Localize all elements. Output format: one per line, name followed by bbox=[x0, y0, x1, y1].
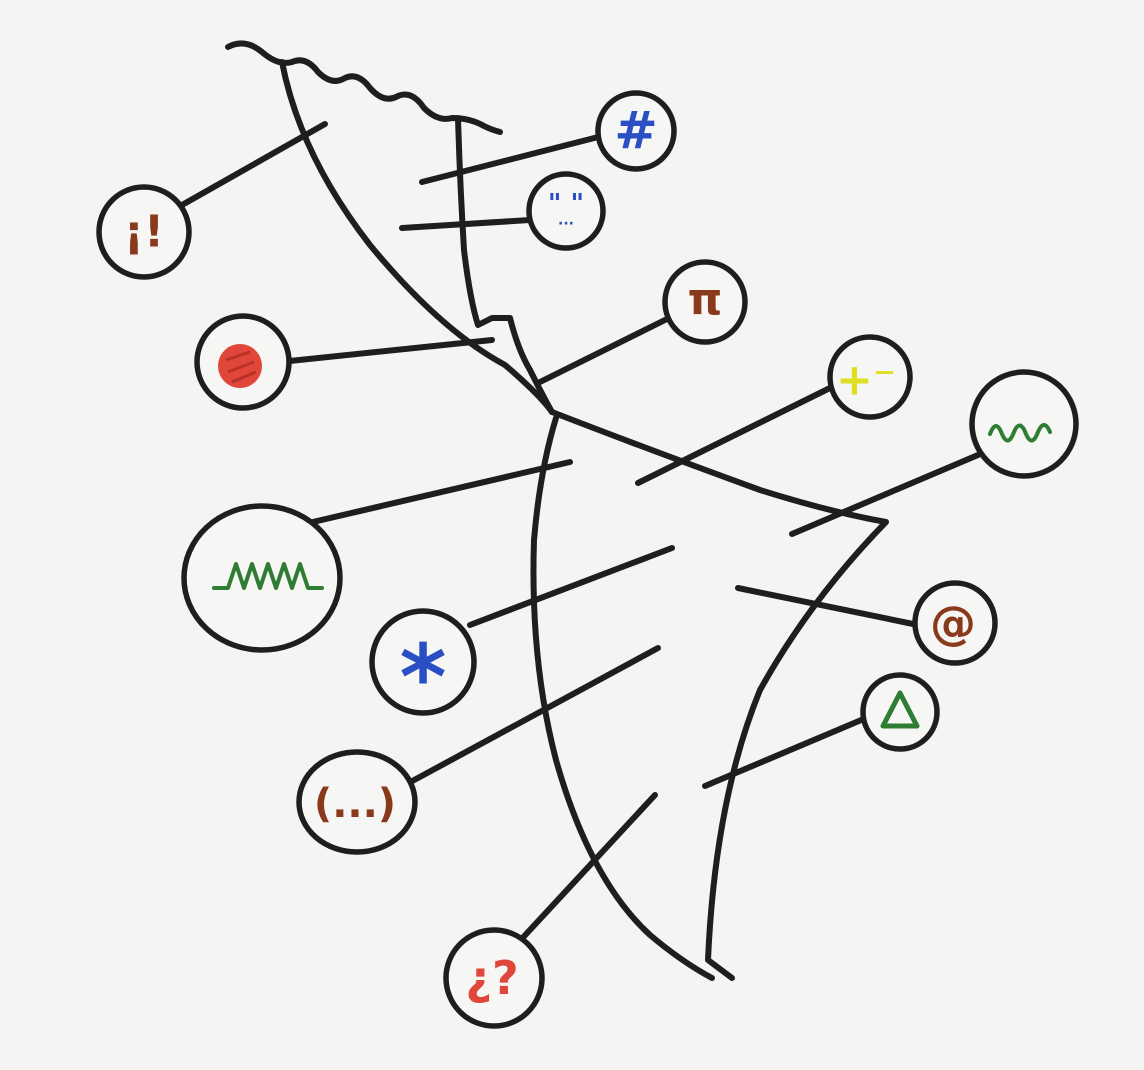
pi-symbol: π bbox=[688, 275, 723, 326]
quotes-dots: ··· bbox=[558, 216, 574, 232]
small-wave-bubble bbox=[969, 369, 1079, 479]
connector-big-wave bbox=[297, 459, 573, 528]
big-wave-squiggle bbox=[212, 562, 324, 590]
plus-minus-symbol: +⁻ bbox=[836, 355, 896, 406]
left-edge-line bbox=[279, 59, 555, 415]
connector-pi bbox=[537, 312, 678, 385]
connector-ellipsis bbox=[402, 645, 661, 788]
exclamation-bubble: ¡! bbox=[96, 184, 192, 280]
red-blob-scribble bbox=[225, 350, 257, 384]
connector-plus-minus bbox=[635, 382, 839, 486]
red-blob-bubble bbox=[194, 313, 292, 411]
inverted-question-symbol: ¿? bbox=[465, 951, 518, 1005]
right-edge-line bbox=[549, 409, 889, 981]
asterisk-symbol: * bbox=[399, 626, 446, 731]
hash-symbol: # bbox=[614, 101, 658, 161]
triangle-shape bbox=[880, 690, 920, 729]
quotes-symbol: " " bbox=[548, 189, 584, 219]
connector-asterisk bbox=[467, 545, 675, 628]
inner-spine-lower bbox=[530, 415, 715, 981]
connector-at bbox=[735, 585, 921, 628]
quotes-bubble: " " ··· bbox=[526, 171, 606, 251]
hash-bubble: # bbox=[595, 90, 677, 172]
connector-hash bbox=[419, 131, 613, 185]
connector-small-wave bbox=[789, 452, 981, 537]
ellipsis-parens-symbol: (...) bbox=[314, 781, 396, 827]
plus-minus-bubble: +⁻ bbox=[827, 334, 913, 420]
question-bubble: ¿? bbox=[443, 927, 545, 1029]
inverted-exclamation-symbol: ¡! bbox=[124, 207, 164, 258]
connector-triangle bbox=[702, 715, 869, 789]
triangle-bubble bbox=[860, 672, 940, 752]
inner-spine-upper bbox=[455, 115, 555, 415]
connector-question bbox=[513, 792, 658, 948]
small-wave-squiggle bbox=[988, 423, 1052, 443]
ellipsis-bubble: (...) bbox=[296, 749, 418, 855]
connector-quotes bbox=[399, 217, 533, 231]
connector-exclamation bbox=[179, 121, 328, 208]
at-bubble: @ bbox=[912, 580, 998, 666]
pi-bubble: π bbox=[662, 259, 748, 345]
connector-red-blob bbox=[277, 337, 495, 365]
big-wave-bubble bbox=[181, 503, 343, 653]
asterisk-bubble: * bbox=[369, 608, 477, 731]
at-symbol: @ bbox=[930, 596, 976, 650]
